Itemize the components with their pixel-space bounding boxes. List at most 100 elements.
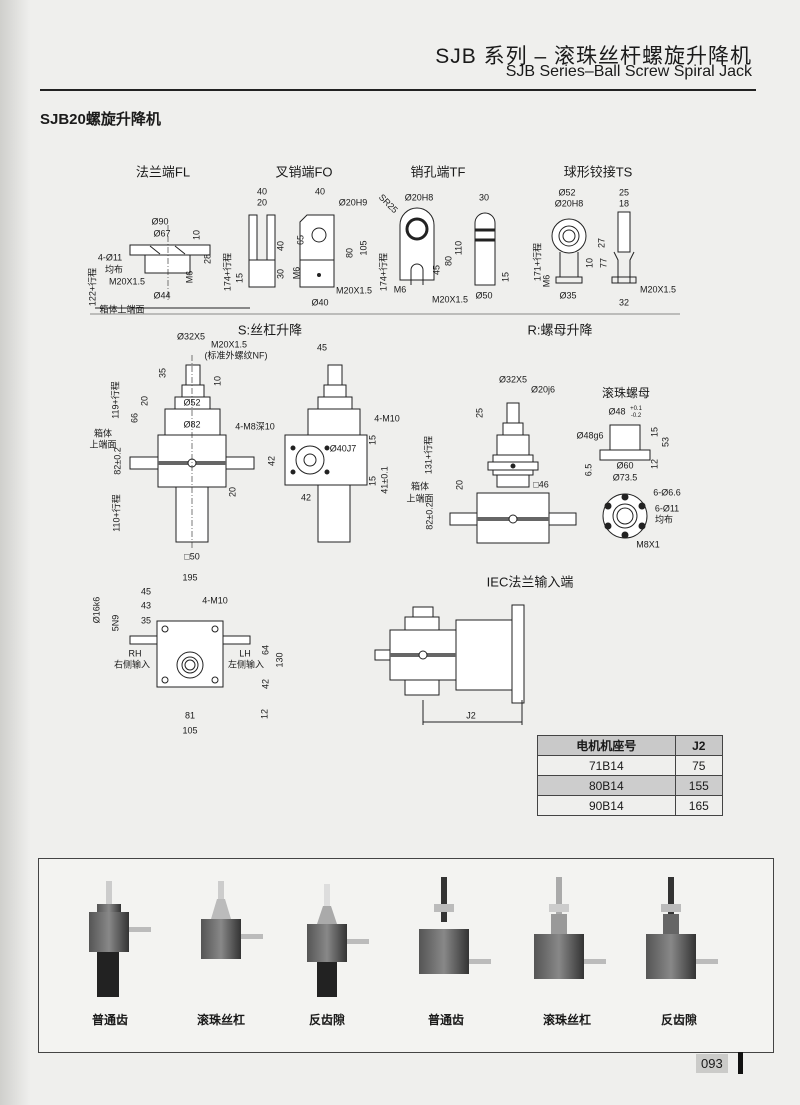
dim-label: 77 <box>598 257 609 269</box>
tf-title: 销孔端TF <box>410 164 466 180</box>
drawing-pin-hole-end <box>399 207 496 286</box>
dim-label: Ø48g6 <box>576 430 604 441</box>
dim-label: M20X1.5 <box>335 285 373 296</box>
dim-label: 32 <box>618 297 630 308</box>
dim-label: 6-Ø6.6 <box>653 487 681 498</box>
dim-label: 43 <box>140 600 152 611</box>
dim-label: 40 <box>256 186 268 197</box>
ts-title: 球形铰接TS <box>563 164 633 180</box>
dim-label: 6.5 <box>583 463 594 477</box>
dim-label: 131+行程 <box>423 435 434 475</box>
dim-label: Ø32X5 <box>176 331 206 342</box>
dim-label: 上端面 <box>406 493 434 504</box>
dim-label: Ø40J7 <box>329 443 357 454</box>
dim-label: 15 <box>367 475 378 487</box>
table-cell: 155 <box>674 775 724 796</box>
dim-label: □46 <box>533 479 549 490</box>
dim-label: 174+行程 <box>378 252 389 292</box>
dim-label: 35 <box>140 615 152 626</box>
dim-label: 20 <box>454 479 465 491</box>
dim-label: 10 <box>584 257 595 269</box>
dim-label: Ø90 <box>151 216 169 227</box>
s-lift-title: S:丝杠升降 <box>237 322 303 338</box>
fl-title: 法兰端FL <box>135 164 191 180</box>
dim-label: 5N9 <box>110 614 121 632</box>
dim-label: 66 <box>129 412 140 424</box>
photo-label: 反齿隙 <box>308 1013 346 1027</box>
dim-label: 42 <box>260 678 271 690</box>
dim-label: 40 <box>275 240 286 252</box>
dim-label: 20 <box>139 395 150 407</box>
dim-label: 41±0.1 <box>379 466 390 494</box>
drawing-plan-view <box>129 620 251 688</box>
dim-label: 45 <box>140 586 152 597</box>
dim-label: 64 <box>260 644 271 656</box>
dim-label: Ø52 <box>183 397 201 408</box>
dim-label: Ø20j6 <box>530 384 556 395</box>
dim-label: 45 <box>316 342 328 353</box>
dim-label: 174+行程 <box>222 252 233 292</box>
dim-label: Ø73.5 <box>612 472 638 483</box>
dim-label: -0.2 <box>630 413 642 419</box>
dim-label: 15 <box>367 434 378 446</box>
dim-label: 35 <box>157 367 168 379</box>
table-cell: 90B14 <box>537 795 676 816</box>
dim-label: 均布 <box>654 514 674 525</box>
table-cell: 80B14 <box>537 775 676 796</box>
dim-label: 15 <box>500 271 511 283</box>
dim-label: 箱体上端面 <box>99 304 145 315</box>
dim-label: Ø16k6 <box>91 596 102 624</box>
dim-label: 53 <box>660 436 671 448</box>
dim-label: (标准外螺纹NF) <box>204 350 268 361</box>
drawing-flange-end <box>95 225 250 309</box>
dim-label: Ø67 <box>153 228 171 239</box>
drawing-ball-nut <box>599 424 651 539</box>
header-title-cn: SJB 系列 – 滚珠丝杆螺旋升降机 <box>435 45 752 68</box>
drawing-iec-flange <box>374 604 525 725</box>
dim-label: M20X1.5 <box>431 294 469 305</box>
dim-label: 81 <box>184 710 196 721</box>
dim-label: 均布 <box>104 264 124 275</box>
dim-label: M6 <box>291 266 302 280</box>
table-header: J2 <box>674 735 724 756</box>
dim-label: 15 <box>234 272 245 284</box>
dim-label: 45 <box>431 264 442 276</box>
table-cell: 75 <box>674 755 724 776</box>
table-cell: 71B14 <box>537 755 676 776</box>
dim-label: 195 <box>182 572 198 583</box>
page-binding-shadow <box>0 0 30 1105</box>
dim-label: 30 <box>478 192 490 203</box>
dim-label: Ø82 <box>183 419 201 430</box>
dim-label: 80 <box>344 247 355 259</box>
dim-label: J2 <box>466 710 476 721</box>
header-title-en: SJB Series–Ball Screw Spiral Jack <box>505 63 752 80</box>
dim-label: M6 <box>184 270 195 284</box>
dim-label: Ø20H9 <box>338 197 368 208</box>
technical-drawings <box>90 207 680 725</box>
dim-label: 28 <box>202 253 213 265</box>
dim-label: 10 <box>212 375 223 387</box>
dim-label: Ø44 <box>153 290 171 301</box>
drawing-screw-lift-front <box>129 355 255 550</box>
dim-label: 6-Ø11 <box>654 503 680 514</box>
drawing-screw-lift-side <box>284 364 368 543</box>
dim-label: RH <box>128 648 142 659</box>
dim-label: 4-M8深10 <box>235 421 275 432</box>
dim-label: 42 <box>266 455 277 467</box>
dim-label: Ø35 <box>559 290 577 301</box>
dim-label: 20 <box>256 197 268 208</box>
header-rule <box>40 89 756 91</box>
dim-label: Ø40 <box>311 297 329 308</box>
dim-label: Ø50 <box>475 290 493 301</box>
dim-label: Ø20H8 <box>554 198 584 209</box>
product-photo-row <box>89 877 718 997</box>
dim-label: 25 <box>618 187 630 198</box>
r-lift-title: R:螺母升降 <box>527 322 593 338</box>
dim-label: Ø32X5 <box>498 374 528 385</box>
dim-label: M20X1.5 <box>639 284 677 295</box>
dim-label: 12 <box>259 708 270 720</box>
dim-label: +0.1 <box>630 406 642 412</box>
